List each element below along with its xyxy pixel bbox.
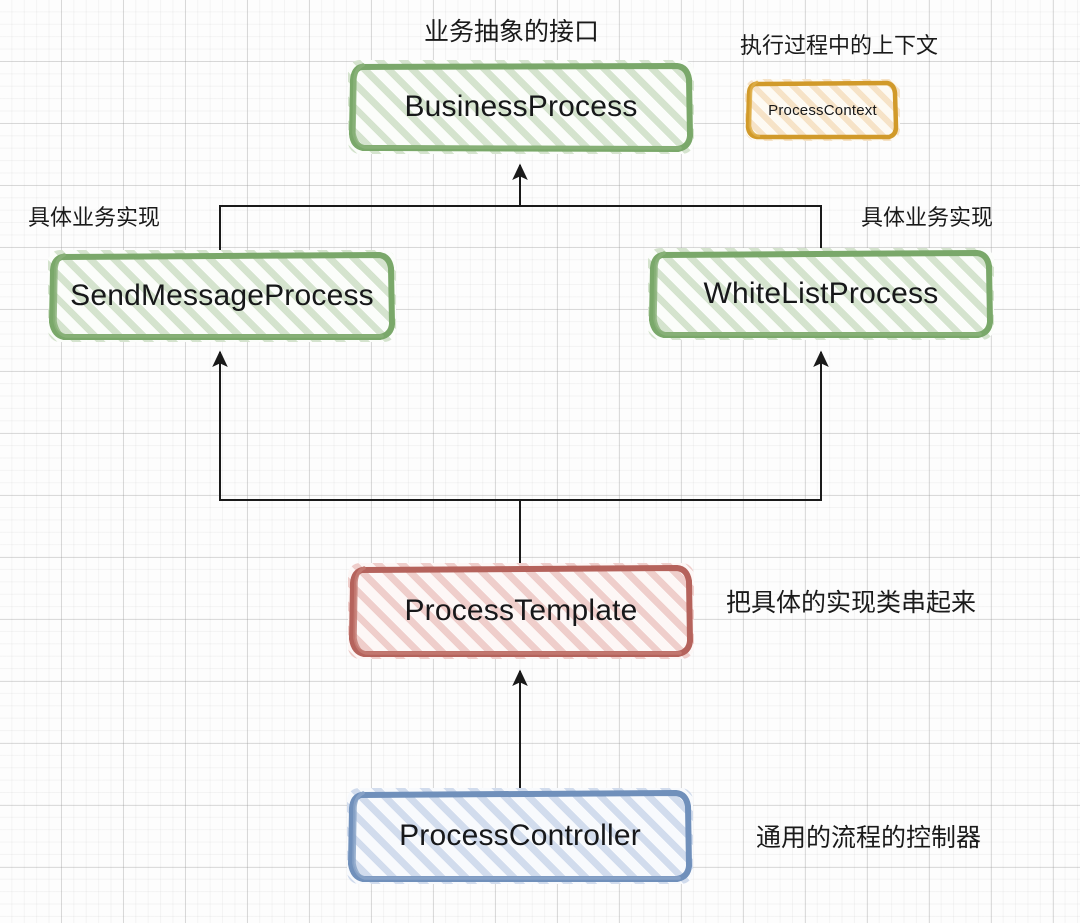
node-label: ProcessTemplate [404,594,638,627]
annotation-white-list-process: 具体业务实现 [861,205,994,230]
node-process-context[interactable]: ProcessContext [745,79,900,141]
node-label: ProcessContext [768,101,877,119]
node-label: WhiteListProcess [703,277,939,310]
annotation-business-process: 业务抽象的接口 [424,18,600,46]
node-label: BusinessProcess [404,90,638,123]
node-process-template[interactable]: ProcessTemplate [348,563,694,659]
edge-impls-to-business-process [219,163,822,250]
node-label: ProcessController [399,819,641,852]
node-process-controller[interactable]: ProcessController [347,788,693,884]
node-white-list-process[interactable]: WhiteListProcess [648,248,994,340]
annotation-process-template: 把具体的实现类串起来 [726,589,977,617]
edge-template-to-impls [212,350,829,563]
annotation-send-message-process: 具体业务实现 [28,205,161,230]
node-business-process[interactable]: BusinessProcess [348,60,694,154]
node-send-message-process[interactable]: SendMessageProcess [48,250,396,342]
node-label: SendMessageProcess [70,279,374,312]
annotation-process-context: 执行过程中的上下文 [740,33,939,58]
annotation-process-controller: 通用的流程的控制器 [756,824,982,852]
